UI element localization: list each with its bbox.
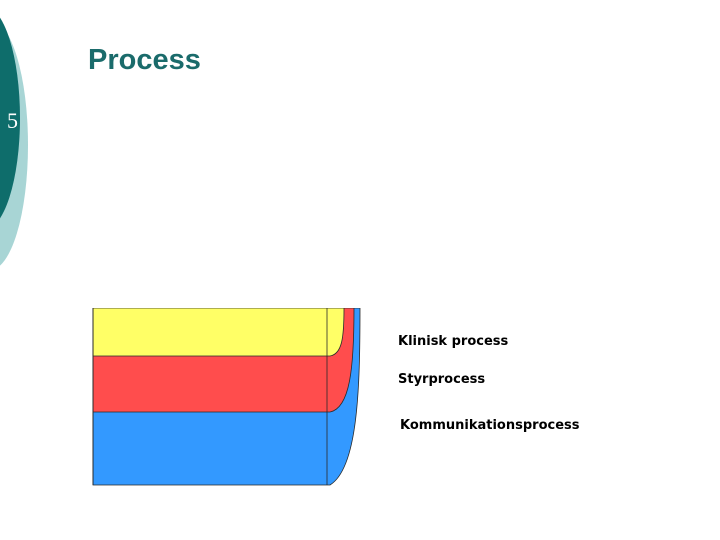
- label-kommunikationsprocess: Kommunikationsprocess: [400, 418, 580, 433]
- label-styrprocess: Styrprocess: [398, 372, 486, 387]
- label-klinisk-process: Klinisk process: [398, 334, 509, 349]
- left-edge-decoration: [0, 17, 28, 266]
- decor-dark-ellipse: [0, 17, 20, 219]
- slide-title: Process: [88, 44, 201, 76]
- process-layers-diagram: [92, 308, 361, 486]
- layer-klinisk-process: [92, 308, 345, 357]
- slide-number: 5: [7, 108, 18, 133]
